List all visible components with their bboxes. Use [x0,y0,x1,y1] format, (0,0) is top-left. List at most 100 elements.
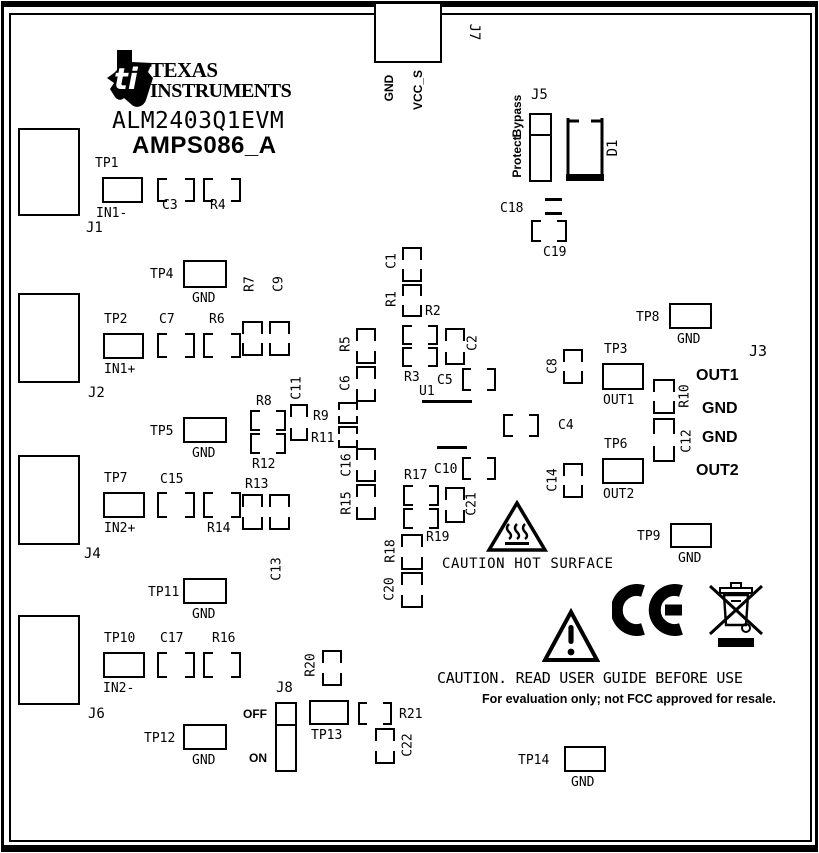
component-C2 [445,328,465,365]
pad [203,333,214,358]
refdes-label-R16: R16 [212,631,236,646]
connector-label-J6: J6 [88,706,105,722]
connector-J4 [18,455,80,545]
testpoint-TP4 [183,260,227,288]
brand-name-line2: Instruments [150,80,292,102]
testpoint-sublabel: IN1- [96,206,128,221]
component-C1 [402,247,422,282]
testpoint-sublabel: OUT2 [603,487,635,502]
text-label-on: ON [249,751,267,765]
connector-cell [277,704,295,727]
pad [462,457,472,480]
connector-J2 [18,293,80,383]
pad [184,492,195,518]
refdes-label-R12: R12 [252,457,276,472]
board-revision: AMPS086_A [132,132,277,159]
refdes-label-C22: C22 [400,733,416,757]
component-R14 [203,492,241,518]
pad [230,178,241,202]
pad [653,401,675,414]
pad [356,366,376,379]
refdes-label-C4: C4 [558,418,574,433]
testpoint-TP9 [670,523,712,548]
text-label-u1: U1 [419,384,435,399]
pad [403,485,413,506]
refdes-label-R13: R13 [245,477,269,492]
pad [445,328,465,342]
testpoint-TP3 [602,363,644,390]
pad [529,414,539,437]
component-C11 [290,404,308,441]
pad [157,492,168,518]
pad [545,198,562,201]
component-R7 [242,321,263,356]
component-R6 [203,333,241,358]
refdes-label-R20: R20 [303,653,319,677]
pad [402,325,412,345]
refdes-label-R18: R18 [383,539,399,563]
refdes-label-C15: C15 [160,472,184,487]
testpoint-sublabel: GND [677,332,701,347]
text-label-protect: Protect [510,136,524,178]
component-R21 [358,702,392,725]
pad [157,652,168,678]
text-label-out1: OUT1 [696,367,739,384]
weee-crossed-bin-icon [708,582,764,647]
refdes-label-R19: R19 [426,530,450,545]
text-label-out2: OUT2 [696,462,739,479]
pad [563,371,583,384]
pad [356,389,376,402]
component-R1 [402,284,422,317]
pad [242,343,263,356]
component-C5 [462,368,496,391]
component-R10 [653,379,675,414]
testpoint-label-TP11: TP11 [148,585,180,600]
connector-label-J1: J1 [86,220,103,236]
pad [429,508,439,529]
component-C18 [545,198,562,215]
component-R12 [250,433,286,454]
pad [356,507,376,520]
refdes-label-C16: C16 [339,453,355,477]
component-R19 [403,508,439,529]
pad [401,557,423,570]
refdes-label-R8: R8 [256,394,272,409]
testpoint-TP6 [602,458,644,484]
pad [290,404,308,418]
component-C20 [401,572,423,608]
testpoint-label-TP14: TP14 [518,753,550,768]
refdes-label-C7: C7 [159,312,175,327]
pad [653,379,675,392]
warning-triangle-icon [542,608,600,662]
pad [290,427,308,441]
component-R11 [338,426,358,448]
pad [250,433,260,454]
refdes-label-R4: R4 [210,198,226,213]
text-label-d1: D1 [605,139,621,157]
hot-surface-warning-text: CAUTION HOT SURFACE [442,556,614,572]
text-label-gnd: GND [702,429,738,446]
pad [375,751,395,764]
refdes-label-C20: C20 [382,577,398,601]
pad [230,333,241,358]
pad [157,178,168,202]
component-pad [402,347,438,367]
testpoint-label-TP13: TP13 [311,728,343,743]
refdes-label-R3: R3 [404,370,420,385]
pad [356,469,376,482]
component-C17 [157,652,195,678]
pad [203,178,214,202]
pad [269,321,290,334]
pad [375,728,395,741]
component-pad [269,494,290,530]
connector-J1 [18,128,80,216]
pad [563,485,583,498]
connector-label-J8: J8 [276,680,293,696]
pad [203,492,214,518]
refdes-label-C1: C1 [384,253,400,269]
refdes-label-C6: C6 [338,375,354,391]
text-label-bypass: Bypass [510,94,524,138]
component-C19 [531,220,567,242]
testpoint-sublabel: IN2- [103,681,135,696]
text-label-j3: J3 [749,342,768,360]
